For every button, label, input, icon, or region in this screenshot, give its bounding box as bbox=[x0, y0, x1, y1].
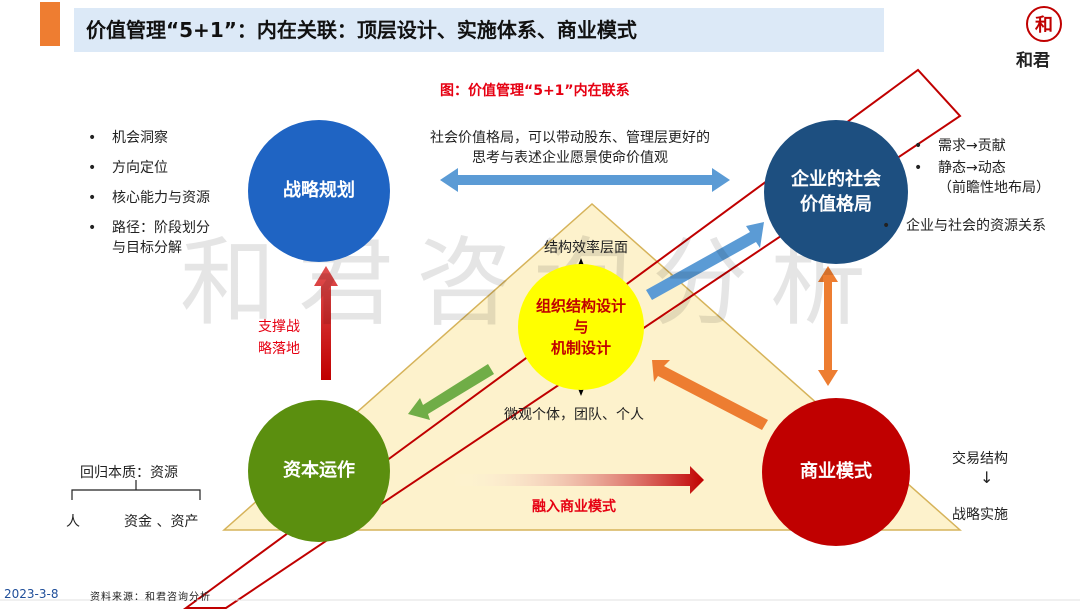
capital-assets-label: 资金 、资产 bbox=[124, 514, 199, 530]
into-business-model-label: 融入商业模式 bbox=[532, 499, 616, 515]
social-business-double-arrow bbox=[818, 266, 838, 386]
circle-strategy-planning: 战略规划 bbox=[248, 120, 390, 262]
circle-org-design: 组织结构设计 与 机制设计 bbox=[518, 264, 644, 390]
return-to-essence-label: 回归本质：资源 bbox=[80, 465, 178, 481]
list-item: 方向定位 bbox=[86, 158, 210, 178]
list-item: 需求→贡献 bbox=[912, 136, 1080, 156]
circle-capital-operation: 资本运作 bbox=[248, 400, 390, 542]
org-to-social-arrow bbox=[646, 222, 764, 300]
list-item: 企业与社会的资源关系 bbox=[880, 216, 1046, 236]
list-item: 静态→动态 （前瞻性地布局） bbox=[912, 158, 1080, 198]
list-item: 路径：阶段划分 与目标分解 bbox=[86, 218, 210, 258]
circle-social-value: 企业的社会 价值格局 bbox=[764, 120, 908, 264]
footer-date: 2023-3-8 bbox=[4, 587, 59, 601]
resource-bracket bbox=[71, 480, 201, 500]
people-label: 人 bbox=[66, 514, 80, 530]
strategy-social-double-arrow bbox=[440, 168, 730, 192]
social-value-description: 社会价值格局，可以带动股东、管理层更好的 思考与表述企业愿景使命价值观 bbox=[430, 130, 710, 166]
strategy-implementation-label: 战略实施 bbox=[952, 507, 1008, 523]
capital-to-strategy-arrow bbox=[314, 266, 338, 380]
down-arrow-icon: ↓ bbox=[980, 468, 994, 487]
page-title: 价值管理“5+1”：内在关联：顶层设计、实施体系、商业模式 bbox=[86, 18, 637, 42]
logo-seal-char: 和 bbox=[1035, 15, 1053, 36]
micro-individual-label: 微观个体，团队、个人 bbox=[504, 407, 644, 423]
list-item: 核心能力与资源 bbox=[86, 188, 210, 208]
business-to-org-arrow bbox=[652, 360, 768, 430]
org-to-capital-arrow bbox=[408, 364, 494, 420]
strategy-bullet-list: 机会洞察 方向定位 核心能力与资源 路径：阶段划分 与目标分解 bbox=[86, 128, 210, 268]
list-item: 机会洞察 bbox=[86, 128, 210, 148]
footer-source: 资料来源：和君咨询分析 bbox=[90, 592, 211, 603]
highlight-outline bbox=[182, 68, 962, 609]
capital-to-business-arrow bbox=[452, 466, 704, 494]
resource-relation-bullet: 企业与社会的资源关系 bbox=[880, 216, 1046, 246]
logo-text: 和君 bbox=[1016, 51, 1050, 71]
circle-business-model: 商业模式 bbox=[762, 398, 910, 546]
trade-structure-label: 交易结构 bbox=[952, 451, 1008, 467]
social-bullet-list: 需求→贡献 静态→动态 （前瞻性地布局） bbox=[912, 136, 1080, 200]
figure-caption: 图：价值管理“5+1”内在联系 bbox=[440, 83, 630, 99]
header-accent-bar bbox=[40, 2, 60, 46]
header-bar bbox=[74, 8, 884, 52]
support-strategy-label: 支撑战 略落地 bbox=[258, 319, 300, 357]
structure-efficiency-label: 结构效率层面 bbox=[544, 240, 628, 256]
company-logo: 和 bbox=[1026, 6, 1062, 42]
